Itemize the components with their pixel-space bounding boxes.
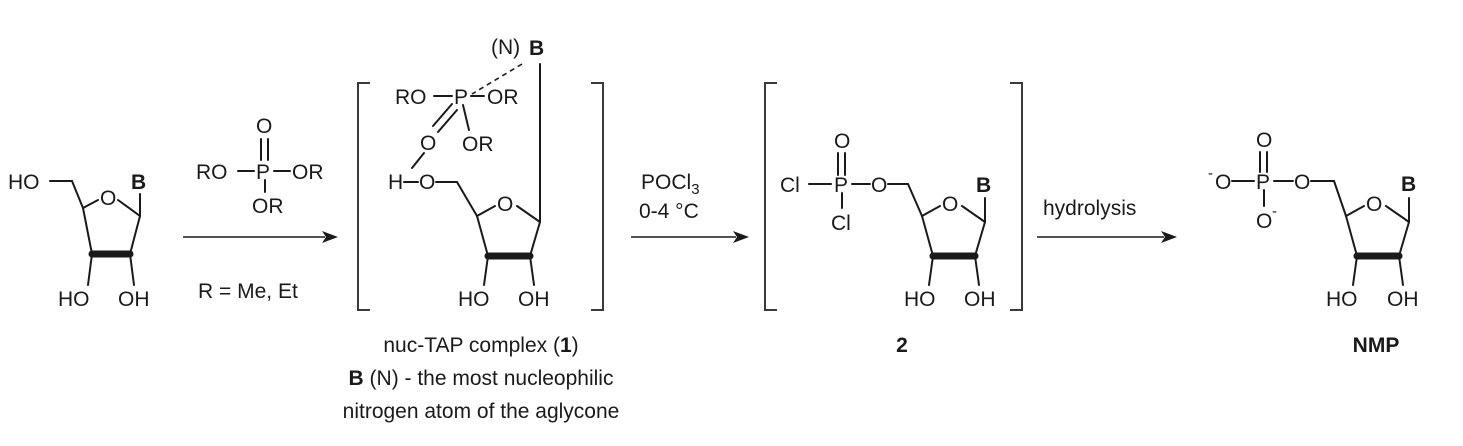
tap-phosphorus-label: P xyxy=(256,161,270,184)
complex-n-label: (N) xyxy=(491,36,520,59)
nmp-charge-2: - xyxy=(1272,203,1277,220)
step3-condition-label: hydrolysis xyxy=(1043,197,1136,220)
intermediate-oh-2-prime-label: OH xyxy=(964,288,996,311)
tap-or-bottom-label: OR xyxy=(252,195,284,218)
complex-caption-line-1: nuc-TAP complex (1) xyxy=(383,334,578,357)
intermediate-right-bracket xyxy=(1010,82,1023,311)
nmp-compound-label: NMP xyxy=(1353,334,1400,357)
intermediate-ring-oxygen-label: O xyxy=(942,193,958,216)
base-label: B xyxy=(131,171,146,194)
complex-left-bracket xyxy=(357,82,370,311)
complex-base-label: B xyxy=(529,37,544,60)
complex-h-label: H xyxy=(388,171,403,194)
complex-caption-line-3: nitrogen atom of the aglycone xyxy=(343,400,620,423)
complex-or2-label: OR xyxy=(462,133,494,156)
complex-right-bracket xyxy=(591,82,604,311)
nmp-base-label: B xyxy=(1401,173,1416,196)
nmp-product: - O O P O O - O B HO OH NMP xyxy=(1208,129,1419,357)
intermediate-cl1-label: Cl xyxy=(780,174,800,197)
nmp-o-neg2-label: O xyxy=(1256,210,1272,233)
complex-o5-label: O xyxy=(419,171,435,194)
tap-oxo-label: O xyxy=(256,115,272,138)
oh-2-prime-label: OH xyxy=(118,288,150,311)
step2-condition-label: 0-4 °C xyxy=(639,200,699,223)
reaction-arrow-1: R = Me, Et xyxy=(183,231,338,303)
nmp-ho-3-prime-label: HO xyxy=(1326,288,1358,311)
step2-reagent-label: POCl3 xyxy=(641,171,700,198)
nmp-o-neg1-label: O xyxy=(1215,171,1231,194)
complex-caption: nuc-TAP complex (1) B (N) - the most nuc… xyxy=(343,334,620,423)
ho-3-prime-label: HO xyxy=(58,288,90,311)
intermediate-cl2-label: Cl xyxy=(831,212,851,235)
nuc-tap-complex: (N) B RO P OR OR O H O O HO OH xyxy=(357,36,604,311)
intermediate-compound-label: 2 xyxy=(896,334,908,357)
complex-phosphorus-label: P xyxy=(454,86,468,109)
nmp-charge-1: - xyxy=(1208,165,1213,182)
complex-or1-label: OR xyxy=(487,86,519,109)
nmp-oh-2-prime-label: OH xyxy=(1387,288,1419,311)
dichlorophosphate-intermediate: O Cl P O Cl O B HO OH 2 xyxy=(764,82,1023,357)
intermediate-phosphorus-label: P xyxy=(834,174,848,197)
step1-condition-label: R = Me, Et xyxy=(198,280,298,303)
ho-5-prime-label: HO xyxy=(8,171,40,194)
nmp-o5-label: O xyxy=(1294,171,1310,194)
trialkyl-phosphate-reagent: O P RO OR OR xyxy=(196,115,324,218)
reaction-arrow-2: POCl3 0-4 °C xyxy=(631,171,749,243)
complex-ring-oxygen-label: O xyxy=(497,193,513,216)
starting-nucleoside: HO O B HO OH xyxy=(8,171,150,311)
complex-oxo-label: O xyxy=(420,132,436,155)
nmp-oxo-label: O xyxy=(1256,129,1272,152)
intermediate-left-bracket xyxy=(764,82,777,311)
nmp-phosphorus-label: P xyxy=(1256,171,1270,194)
intermediate-base-label: B xyxy=(976,174,991,197)
complex-caption-line-2: B (N) - the most nucleophilic xyxy=(349,367,614,390)
intermediate-oxo-label: O xyxy=(834,130,850,153)
intermediate-ho-3-prime-label: HO xyxy=(904,288,936,311)
tap-or-right-label: OR xyxy=(292,161,324,184)
intermediate-o5-label: O xyxy=(871,174,887,197)
complex-ro-label: RO xyxy=(395,86,427,109)
ring-oxygen-label: O xyxy=(100,187,116,210)
tap-ro-left-label: RO xyxy=(196,161,228,184)
reaction-arrow-3: hydrolysis xyxy=(1037,197,1177,243)
nmp-ring-oxygen-label: O xyxy=(1366,193,1382,216)
complex-oh-2-prime-label: OH xyxy=(518,288,550,311)
complex-ho-3-prime-label: HO xyxy=(458,288,490,311)
